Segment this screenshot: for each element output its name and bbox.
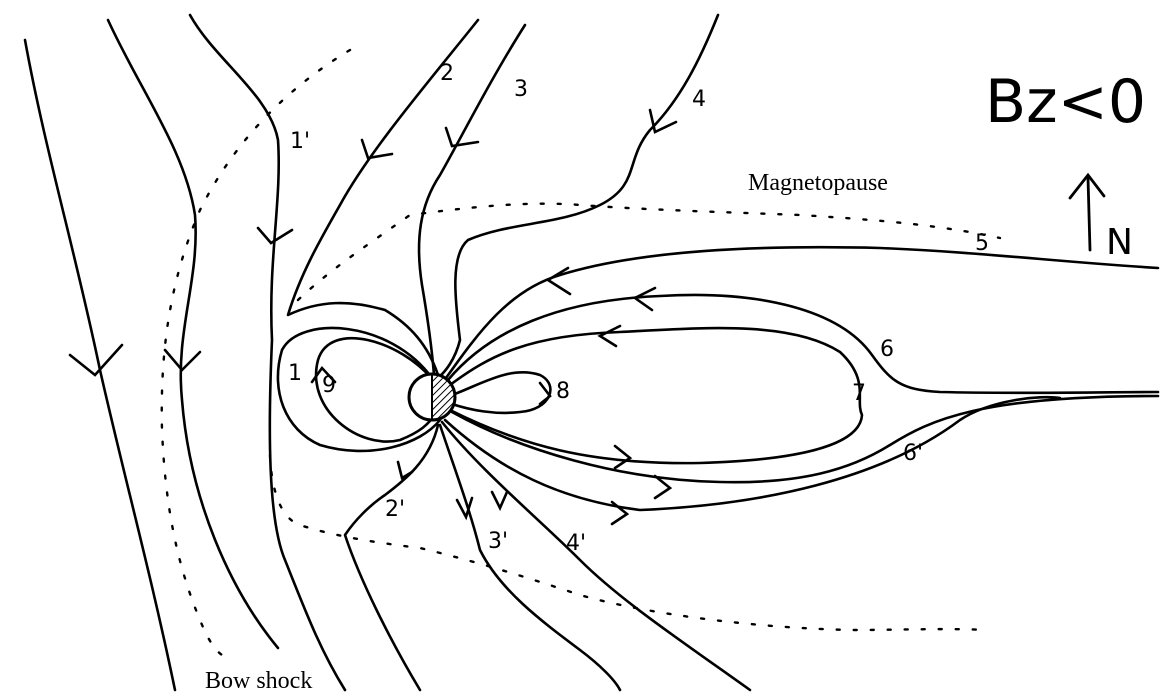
field-line-number-1-prime: 1' xyxy=(290,129,310,154)
field-line-8-loop xyxy=(450,370,552,415)
earth xyxy=(407,372,457,422)
field-line-number-6: 6 xyxy=(880,337,894,362)
field-line-number-4: 4 xyxy=(692,87,706,112)
field-line-number-9: 9 xyxy=(322,373,336,398)
field-line-number-4-prime: 4' xyxy=(566,531,586,556)
arrow-line-1 xyxy=(256,226,294,245)
arrow-line-5 xyxy=(545,266,572,296)
arrow-middle-line xyxy=(163,348,202,372)
field-line-number-3-prime: 3' xyxy=(488,529,508,554)
field-line-6 xyxy=(446,293,1160,395)
magnetopause-boundary xyxy=(296,202,1002,302)
bow-shock-label: Bow shock xyxy=(205,668,312,693)
field-line-7-loop xyxy=(448,326,864,465)
north-arrow xyxy=(1068,172,1106,252)
field-line-2-prime xyxy=(343,423,440,692)
field-line-9-loop xyxy=(314,336,439,443)
field-line-4 xyxy=(436,13,720,380)
bz-condition-label: Bz<0 xyxy=(985,67,1146,137)
arrow-line-6-prime xyxy=(613,444,633,470)
arrow-line-7 xyxy=(597,324,622,348)
arrow-line-2-prime xyxy=(396,460,414,481)
arrow-line-9 xyxy=(310,365,337,384)
field-line-1-loop xyxy=(276,326,442,453)
field-line-3 xyxy=(417,23,527,377)
arrow-line-4 xyxy=(648,108,678,134)
arrow-line-3-prime xyxy=(455,496,474,521)
field-line-number-6-prime: 6' xyxy=(903,441,923,466)
field-line-number-3: 3 xyxy=(514,77,528,102)
field-line-number-2: 2 xyxy=(440,61,454,86)
field-line-4-prime xyxy=(440,420,752,692)
field-line-number-1: 1 xyxy=(288,361,302,386)
arrow-line-3 xyxy=(444,126,480,148)
field-line-2 xyxy=(286,18,480,377)
arrow-line-4-prime xyxy=(490,490,509,512)
field-direction-arrows xyxy=(68,108,678,526)
field-line-number-5: 5 xyxy=(975,231,989,256)
bow-shock-boundary xyxy=(160,48,352,657)
arrow-line-lower-lobe-2 xyxy=(610,500,630,526)
field-line-number-8: 8 xyxy=(556,379,570,404)
field-line-lower-lobe xyxy=(443,395,1062,512)
magnetopause-label: Magnetopause xyxy=(748,170,888,196)
field-line-number-7: 7 xyxy=(852,381,866,406)
arrow-line-8 xyxy=(538,381,552,406)
field-line-number-2-prime: 2' xyxy=(385,497,405,522)
field-line-5 xyxy=(444,245,1160,380)
arrow-line-2 xyxy=(360,138,394,160)
magnetopause-boundary-lower xyxy=(268,453,987,632)
arrow-line-lower-lobe-1 xyxy=(653,474,673,500)
solar-wind-field-line-outer xyxy=(23,38,177,692)
field-line-1-outer xyxy=(188,13,347,692)
solar-wind-field-line-middle xyxy=(106,18,280,650)
north-label: N xyxy=(1106,222,1133,263)
arrow-line-6 xyxy=(632,286,657,312)
field-line-6-prime xyxy=(450,394,1160,484)
field-line-3-prime xyxy=(438,423,622,692)
arrow-outer-line xyxy=(68,343,124,377)
